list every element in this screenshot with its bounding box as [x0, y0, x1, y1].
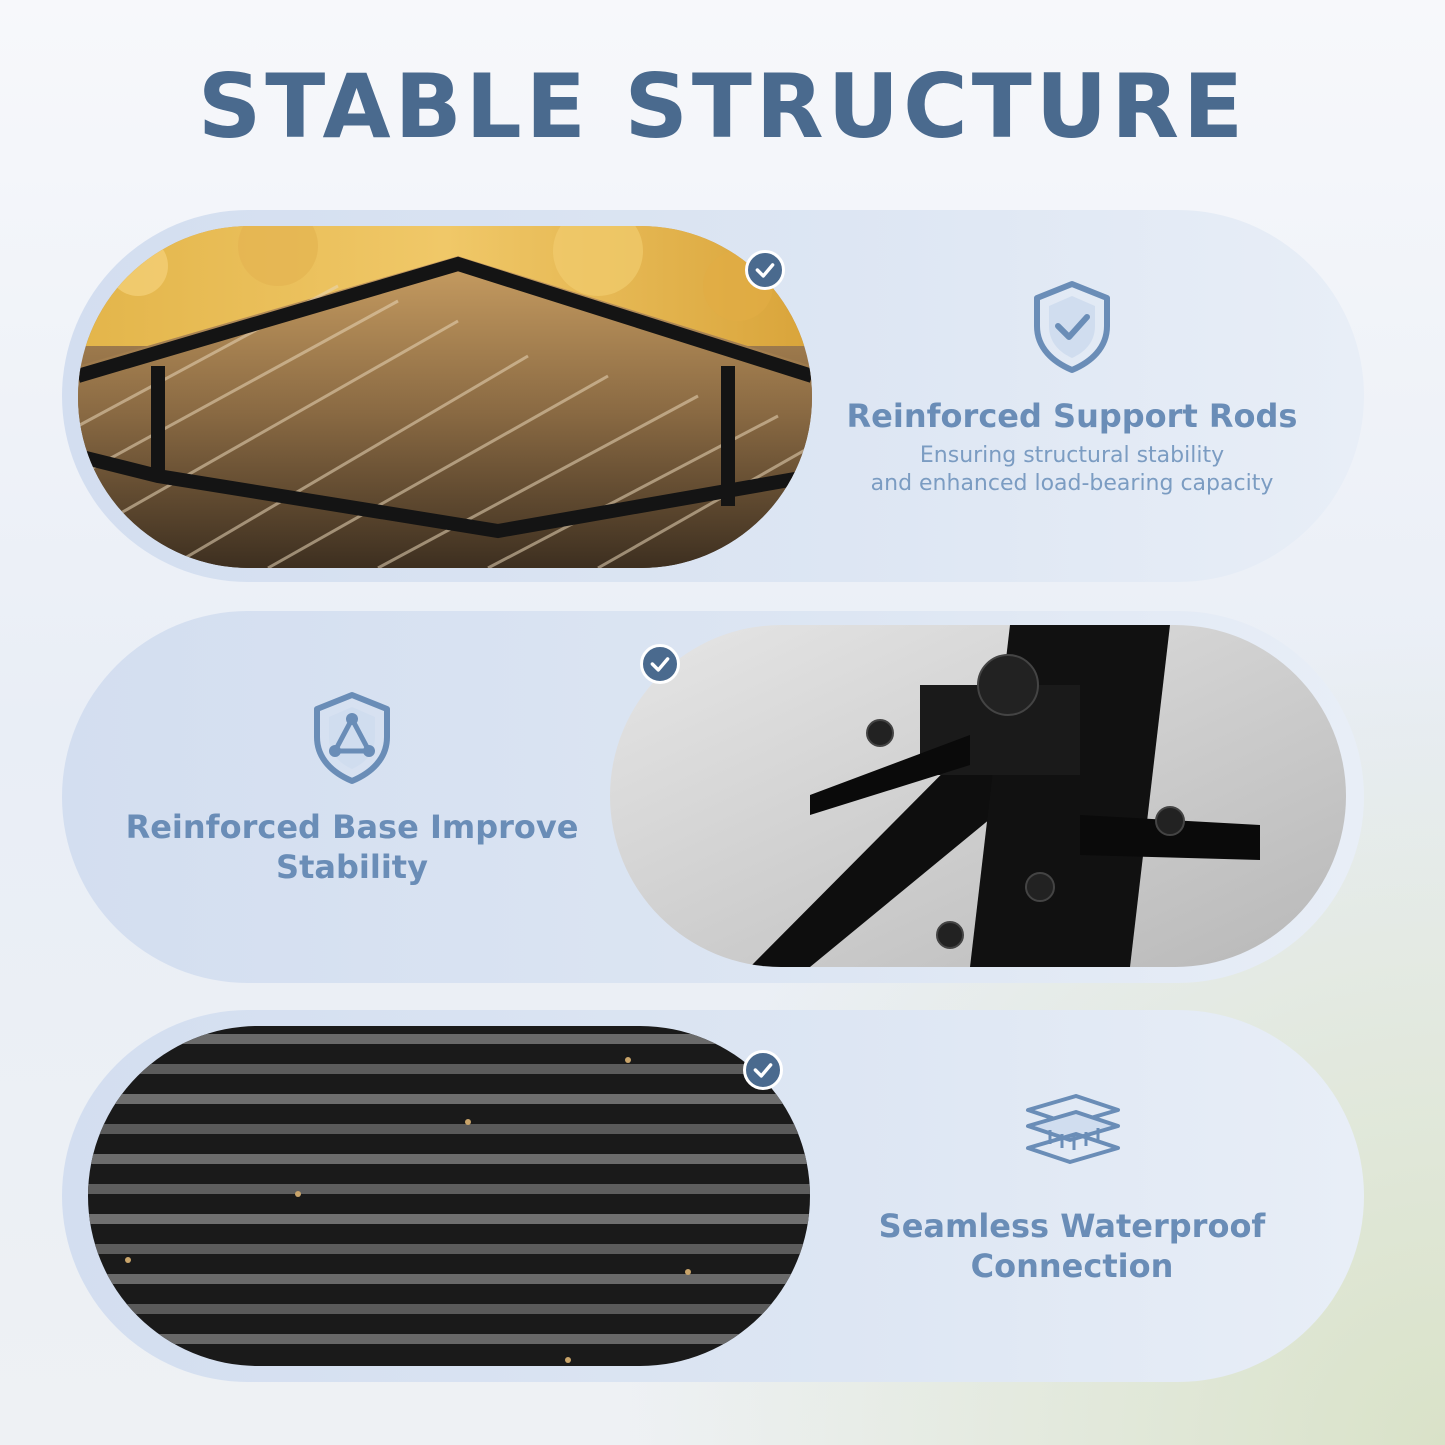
feature-card-base: Reinforced Base Improve Stability	[62, 611, 1364, 983]
title-line: Stability	[276, 848, 428, 886]
checkmark-badge-icon	[745, 250, 785, 290]
feature-title: Reinforced Base Improve Stability	[92, 807, 612, 887]
feature-card-waterproof: Seamless Waterproof Connection	[62, 1010, 1364, 1382]
roof-frame-photo	[78, 226, 812, 568]
feature-description: Ensuring structural stability and enhanc…	[822, 442, 1322, 498]
checkmark-badge-icon	[743, 1050, 783, 1090]
feature-waterproof: Seamless Waterproof Connection	[822, 1090, 1322, 1286]
page-title: STABLE STRUCTURE	[197, 55, 1248, 158]
layered-panel-icon	[1026, 1094, 1120, 1164]
checkmark-badge-icon	[640, 644, 680, 684]
description-line: Ensuring structural stability	[919, 443, 1225, 468]
title-line: Reinforced Base Improve	[125, 808, 579, 846]
title-line: Connection	[970, 1247, 1174, 1285]
feature-title: Seamless Waterproof Connection	[822, 1206, 1322, 1286]
shield-check-icon	[1034, 281, 1110, 373]
corrugated-roof-photo	[88, 1026, 810, 1366]
feature-base: Reinforced Base Improve Stability	[92, 691, 612, 887]
shield-triangle-icon	[314, 692, 390, 784]
title-line: Seamless Waterproof	[878, 1207, 1266, 1245]
base-bracket-photo	[610, 625, 1346, 967]
feature-card-support-rods: Reinforced Support Rods Ensuring structu…	[62, 210, 1364, 582]
description-line: and enhanced load-bearing capacity	[870, 471, 1274, 496]
feature-support-rods: Reinforced Support Rods Ensuring structu…	[822, 280, 1322, 498]
feature-title: Reinforced Support Rods	[846, 397, 1298, 435]
